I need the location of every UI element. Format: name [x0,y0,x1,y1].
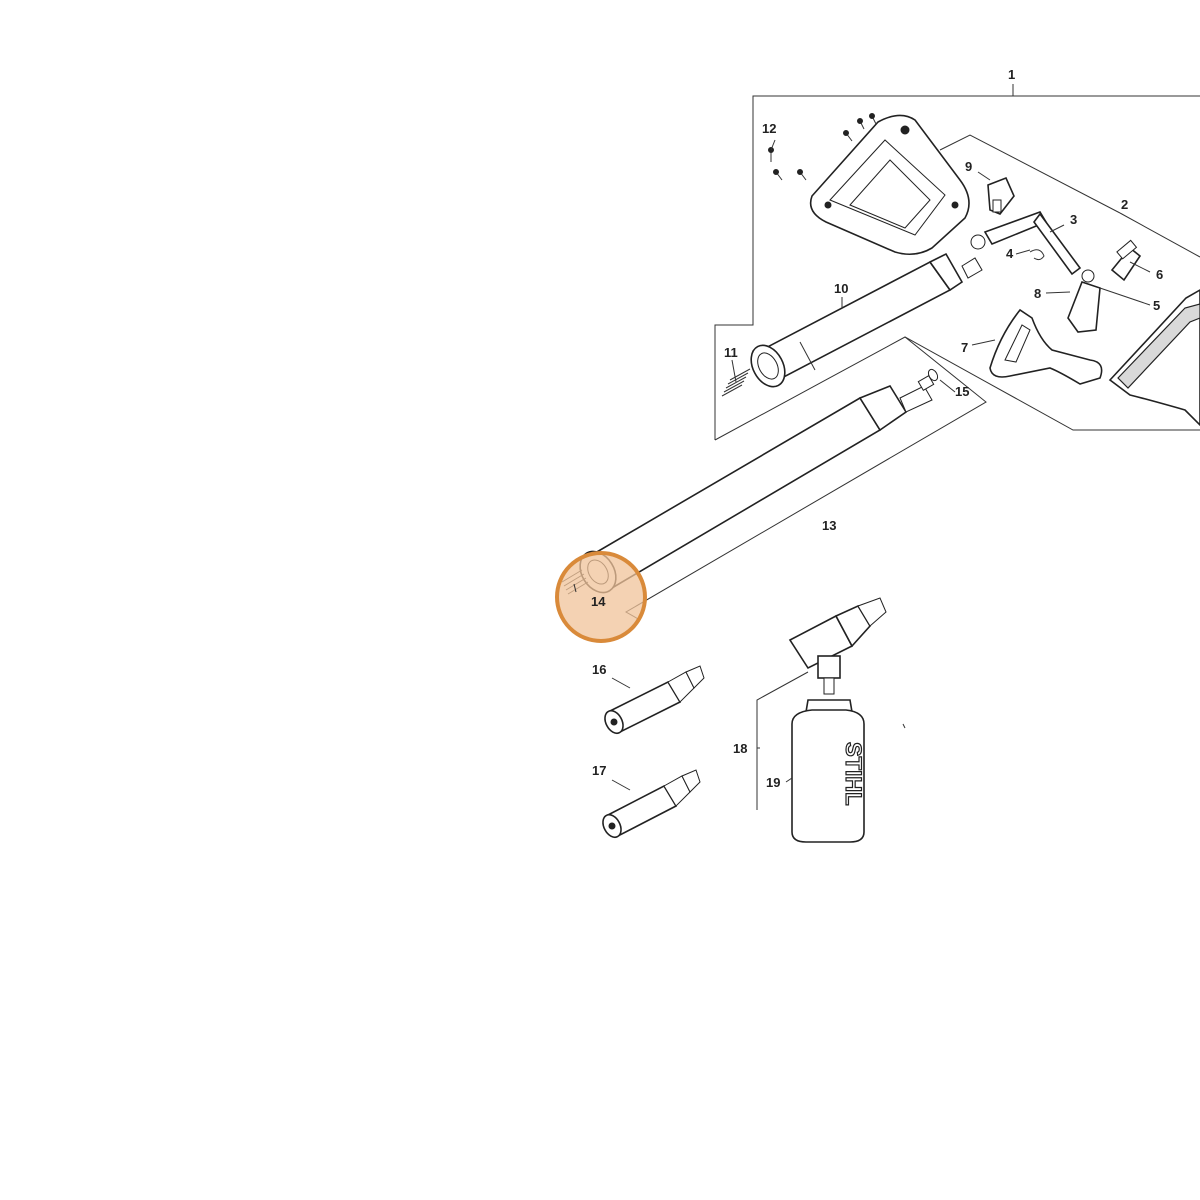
leader-lines [573,139,1151,791]
callout-19[interactable]: 19 [766,775,780,790]
nozzle-16 [604,665,705,735]
lock-clip [987,176,1015,215]
foam-sprayer: STIHL [788,597,887,843]
valve-rod [970,211,1082,276]
callout-5[interactable]: 5 [1153,298,1160,313]
callout-10[interactable]: 10 [834,281,848,296]
callout-9[interactable]: 9 [965,159,972,174]
trigger-lever [989,308,1103,385]
callout-6[interactable]: 6 [1156,267,1163,282]
o-ring [927,368,939,382]
handle-housing-shell [809,114,970,256]
handle-grip [1108,289,1200,427]
extension-tube [750,252,983,388]
callout-12[interactable]: 12 [762,121,776,136]
callout-16[interactable]: 16 [592,662,606,677]
callout-14[interactable]: 14 [591,594,606,609]
nozzle-17 [602,769,701,839]
callout-17[interactable]: 17 [592,763,606,778]
spring-11 [721,368,751,397]
callout-1[interactable]: 1 [1008,67,1015,82]
callout-13[interactable]: 13 [822,518,836,533]
highlight-circle[interactable] [555,551,647,643]
screws [768,113,877,181]
callout-15[interactable]: 15 [955,384,969,399]
valve-assembly [1067,239,1142,333]
stray-mark [902,723,906,729]
callout-11[interactable]: 11 [724,345,738,360]
bottle-brand-text: STIHL [841,742,866,806]
callout-4[interactable]: 4 [1006,246,1014,261]
callout-7[interactable]: 7 [961,340,968,355]
callout-3[interactable]: 3 [1070,212,1077,227]
callout-18[interactable]: 18 [733,741,747,756]
callout-labels: 1 2 3 4 5 6 7 8 9 10 11 12 13 14 15 16 1… [591,67,1163,790]
callout-8[interactable]: 8 [1034,286,1041,301]
callout-2[interactable]: 2 [1121,197,1128,212]
